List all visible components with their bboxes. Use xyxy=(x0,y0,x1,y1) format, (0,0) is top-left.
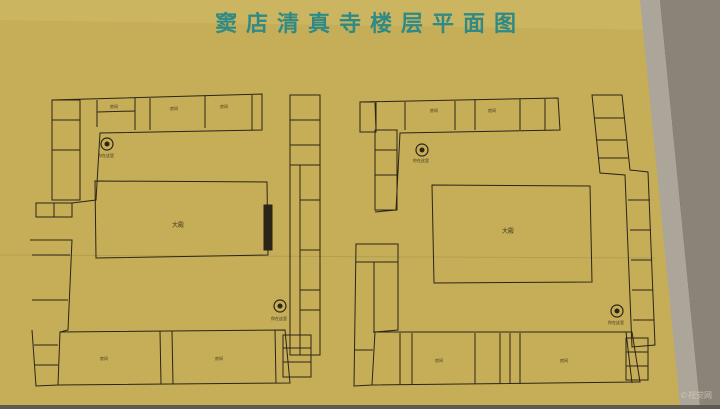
room-label: 房间 xyxy=(215,355,223,361)
marker-label: 你在这里 xyxy=(98,152,114,158)
marker-icon xyxy=(273,299,287,313)
marker-label: 你在这里 xyxy=(413,157,429,163)
marker-icon xyxy=(415,143,429,157)
room-label: 房间 xyxy=(100,355,108,361)
room-divider xyxy=(96,110,136,113)
room-divider xyxy=(159,330,162,385)
right-plan-right-column xyxy=(591,94,656,348)
left-top-wing-outline xyxy=(51,93,263,204)
room-label: 房间 xyxy=(220,103,228,109)
left-plan-right-column xyxy=(289,94,321,356)
right-bottom-row xyxy=(371,331,641,386)
left-floor-plan xyxy=(30,93,321,387)
left-corner-rooms xyxy=(282,334,312,378)
right-top-left-room xyxy=(359,101,377,133)
room-label: 房间 xyxy=(110,103,118,109)
marker-label: 你在这里 xyxy=(608,319,624,325)
plate xyxy=(0,0,690,405)
right-floor-plan xyxy=(353,94,656,387)
left-hall-label: 大殿 xyxy=(172,221,184,229)
right-corner-rooms xyxy=(625,337,649,381)
room-divider xyxy=(625,331,633,384)
plate-highlight xyxy=(0,0,660,30)
photo-credit: ©视觉网 xyxy=(680,391,712,400)
room-label: 房间 xyxy=(435,357,443,363)
marker-label: 你在这里 xyxy=(271,315,287,321)
room-divider xyxy=(171,330,174,385)
sign-title: 窦店清真寺楼层平面图 xyxy=(214,12,525,37)
plate-frame-right xyxy=(640,0,700,405)
room-label: 房间 xyxy=(488,107,496,113)
room-divider xyxy=(274,329,277,384)
room-label: 房间 xyxy=(170,105,178,111)
plate-seam xyxy=(0,254,656,259)
marker-icon xyxy=(610,304,624,318)
room-label: 房间 xyxy=(560,357,568,363)
left-main-hall xyxy=(94,180,269,259)
room-label: 房间 xyxy=(430,107,438,113)
left-hall-stair xyxy=(263,204,273,251)
right-hall-label: 大殿 xyxy=(502,227,514,235)
right-main-hall xyxy=(431,184,593,284)
marker-icon xyxy=(100,137,114,151)
pillar xyxy=(660,0,720,405)
right-left-column-top xyxy=(374,129,398,211)
